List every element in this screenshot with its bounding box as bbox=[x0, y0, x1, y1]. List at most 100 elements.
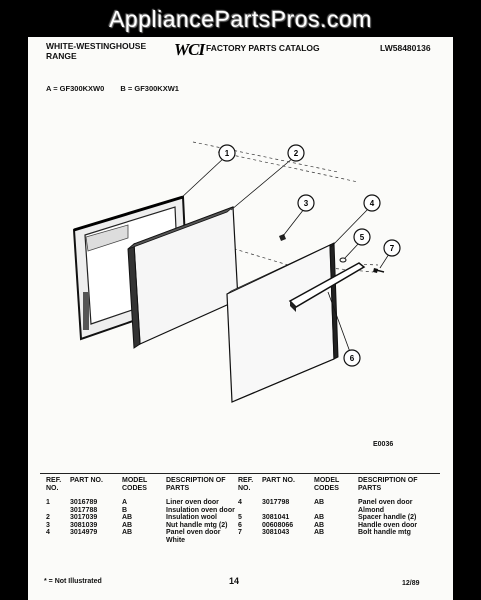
cell-desc: White bbox=[166, 536, 186, 544]
col-ref: REF. NO. bbox=[238, 477, 254, 492]
cell-ref: 7 bbox=[238, 529, 242, 536]
cell-part: 3016789 bbox=[70, 499, 98, 506]
catalog-title: FACTORY PARTS CATALOG bbox=[206, 43, 320, 53]
cell-part: 3017798 bbox=[262, 499, 290, 506]
cell-part: 3017039 bbox=[70, 514, 98, 521]
nut-handle-mtg bbox=[279, 234, 286, 241]
cell-ref: 5 bbox=[238, 514, 242, 521]
product-type: RANGE bbox=[46, 51, 77, 61]
exploded-diagram: 1 2 3 4 5 6 7 bbox=[72, 141, 401, 403]
svg-text:7: 7 bbox=[390, 244, 395, 253]
cell-desc: Insulation wool bbox=[166, 514, 217, 521]
cell-ref: 1 bbox=[46, 499, 50, 506]
svg-text:3: 3 bbox=[304, 199, 309, 208]
cell-desc: Spacer handle (2) bbox=[358, 514, 417, 521]
cell-part: 00608066 bbox=[262, 521, 294, 529]
table-row: 3017788 B Insulation oven door bbox=[46, 507, 246, 515]
table-row: 1 3016789 A Liner oven door bbox=[46, 499, 246, 507]
cell-desc: Almond bbox=[358, 506, 385, 514]
cell-ref: 6 bbox=[238, 521, 242, 529]
svg-text:6: 6 bbox=[350, 354, 355, 363]
model-legend: A = GF300KXW0 B = GF300KXW1 bbox=[46, 84, 193, 93]
cell-desc: Handle oven door bbox=[358, 521, 418, 529]
svg-text:1: 1 bbox=[225, 149, 230, 158]
table-row: White bbox=[46, 537, 246, 545]
model-b: B = GF300KXW1 bbox=[120, 84, 179, 93]
cell-model: AB bbox=[314, 499, 325, 506]
cell-desc: Panel oven door bbox=[166, 529, 221, 536]
cell-part bbox=[262, 507, 314, 515]
cell-part: 3081039 bbox=[70, 521, 98, 529]
callout-4: 4 bbox=[363, 194, 381, 212]
cell-model: AB bbox=[314, 529, 325, 536]
cell-ref: 3 bbox=[46, 521, 50, 529]
cell-model: AB bbox=[122, 521, 133, 529]
model-a: A = GF300KXW0 bbox=[46, 84, 105, 93]
col-ref: REF. NO. bbox=[46, 477, 62, 492]
bolt-handle-mtg bbox=[373, 268, 385, 273]
watermark: AppliancePartsPros.com bbox=[109, 6, 372, 32]
callout-5: 5 bbox=[353, 228, 371, 246]
document-number: LW58480136 bbox=[380, 43, 431, 53]
cell-ref bbox=[46, 537, 70, 545]
col-desc: DESCRIPTION OF PARTS bbox=[166, 477, 226, 492]
cell-ref bbox=[238, 507, 262, 515]
cell-model: AB bbox=[122, 514, 133, 521]
cell-model: AB bbox=[122, 529, 133, 536]
col-desc: DESCRIPTION OF PARTS bbox=[358, 477, 418, 492]
callout-6: 6 bbox=[343, 349, 361, 367]
callout-1: 1 bbox=[218, 144, 236, 162]
cell-model: AB bbox=[314, 521, 325, 529]
cell-model bbox=[314, 507, 358, 515]
page-number: 14 bbox=[229, 576, 240, 586]
col-part: PART NO. bbox=[262, 477, 295, 484]
svg-text:5: 5 bbox=[360, 233, 365, 242]
cell-ref: 4 bbox=[238, 499, 242, 506]
col-model: MODEL CODES bbox=[314, 477, 340, 492]
table-row: 2 3017039 AB Insulation wool bbox=[46, 514, 246, 522]
leader-lines bbox=[179, 156, 390, 353]
wci-logo: WCI bbox=[174, 40, 205, 59]
figure-code: E0036 bbox=[373, 441, 394, 448]
table-row: 7 3081043 AB Bolt handle mtg bbox=[238, 529, 438, 537]
table-row: Almond bbox=[238, 507, 438, 515]
table-row: 4 3017798 AB Panel oven door bbox=[238, 499, 438, 507]
handle-oven-door bbox=[288, 262, 366, 312]
cell-desc: Liner oven door bbox=[166, 499, 219, 506]
insulation-oven-door bbox=[127, 206, 239, 349]
cell-model bbox=[122, 537, 166, 545]
cell-model: B bbox=[122, 506, 128, 514]
catalog-page: WHITE-WESTINGHOUSE RANGE WCI FACTORY PAR… bbox=[28, 37, 453, 600]
cell-model: AB bbox=[314, 514, 325, 521]
col-model: MODEL CODES bbox=[122, 477, 148, 492]
brand-name: WHITE-WESTINGHOUSE bbox=[46, 41, 147, 51]
cell-desc: Nut handle mtg (2) bbox=[166, 521, 228, 529]
cell-ref bbox=[46, 507, 70, 515]
cell-desc: Bolt handle mtg bbox=[358, 529, 411, 536]
table-row: 3 3081039 AB Nut handle mtg (2) bbox=[46, 522, 246, 530]
table-row: 4 3014979 AB Panel oven door bbox=[46, 529, 246, 537]
cell-desc: Panel oven door bbox=[358, 499, 413, 506]
col-part: PART NO. bbox=[70, 477, 103, 484]
brand-block: WHITE-WESTINGHOUSE RANGE bbox=[46, 41, 146, 61]
guide-lines bbox=[192, 141, 379, 278]
callout-7: 7 bbox=[383, 239, 401, 257]
cell-part: 3081043 bbox=[262, 529, 290, 536]
cell-model: A bbox=[122, 499, 128, 506]
cell-desc: Insulation oven door bbox=[166, 506, 235, 514]
cell-part: 3017788 bbox=[70, 506, 98, 514]
cell-ref: 4 bbox=[46, 529, 50, 536]
svg-text:4: 4 bbox=[370, 199, 375, 208]
cell-ref: 2 bbox=[46, 514, 50, 521]
cell-part bbox=[70, 537, 122, 545]
table-divider bbox=[40, 473, 440, 474]
cell-part: 3014979 bbox=[70, 529, 98, 536]
callout-3: 3 bbox=[297, 194, 315, 212]
not-illustrated-note: * = Not Illustrated bbox=[44, 578, 102, 585]
parts-table-right: REF. NO. PART NO. MODEL CODES DESCRIPTIO… bbox=[238, 477, 438, 537]
spacer-handle bbox=[339, 257, 347, 263]
svg-text:2: 2 bbox=[294, 149, 299, 158]
callout-2: 2 bbox=[287, 144, 305, 162]
parts-table-left: REF. NO. PART NO. MODEL CODES DESCRIPTIO… bbox=[46, 477, 246, 544]
